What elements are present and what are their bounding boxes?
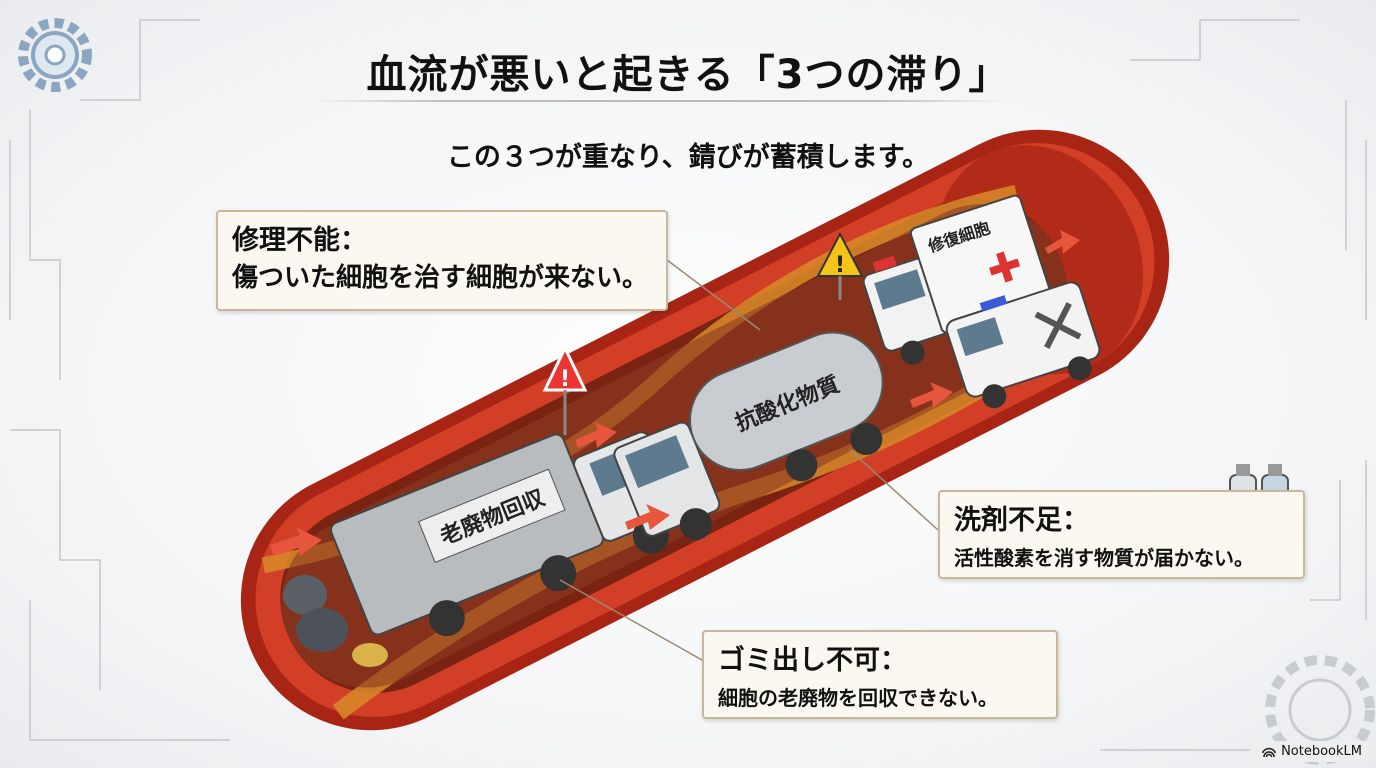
gear-icon xyxy=(18,18,92,92)
warning-icon: ! xyxy=(816,231,864,300)
svg-text:!: ! xyxy=(835,253,845,278)
notebooklm-badge: NotebookLM xyxy=(1254,741,1370,762)
callout-repair: 修理不能： 傷ついた細胞を治す細胞が来ない。 xyxy=(216,210,668,311)
badge-label: NotebookLM xyxy=(1281,744,1362,759)
callout-garbage: ゴミ出し不可： 細胞の老廃物を回収できない。 xyxy=(702,630,1058,719)
slide-subtitle: この３つが重なり、錆びが蓄積します。 xyxy=(446,142,930,173)
callout-body: 細胞の老廃物を回収できない。 xyxy=(718,686,998,710)
gear-icon xyxy=(1265,655,1375,765)
callout-body: 活性酸素を消す物質が届かない。 xyxy=(954,546,1254,570)
slide-title: 血流が悪いと起きる「3つの滞り」 xyxy=(366,52,1010,98)
callout-heading: ゴミ出し不可： xyxy=(718,645,907,676)
ambulance: 修復細胞 xyxy=(862,194,1053,365)
callout-body: 傷ついた細胞を治す細胞が来ない。 xyxy=(232,263,649,293)
garbage-bags xyxy=(283,575,388,667)
svg-text:!: ! xyxy=(560,367,570,392)
leader-lines xyxy=(559,259,939,661)
warning-icon: ! xyxy=(542,344,588,435)
title-underline xyxy=(310,100,1010,102)
repair-van xyxy=(945,281,1101,409)
garbage-truck: 老廃物回収 xyxy=(330,431,679,637)
callout-heading: 修理不能： xyxy=(232,225,367,256)
callout-detergent: 洗剤不足： 活性酸素を消す物質が届かない。 xyxy=(938,490,1305,579)
flow-arrows xyxy=(270,230,1080,556)
callout-heading: 洗剤不足： xyxy=(954,505,1089,536)
notebooklm-logo-icon xyxy=(1262,747,1277,757)
tanker-truck: 抗酸化物質 xyxy=(613,331,884,541)
circuit-decoration xyxy=(9,19,1367,751)
